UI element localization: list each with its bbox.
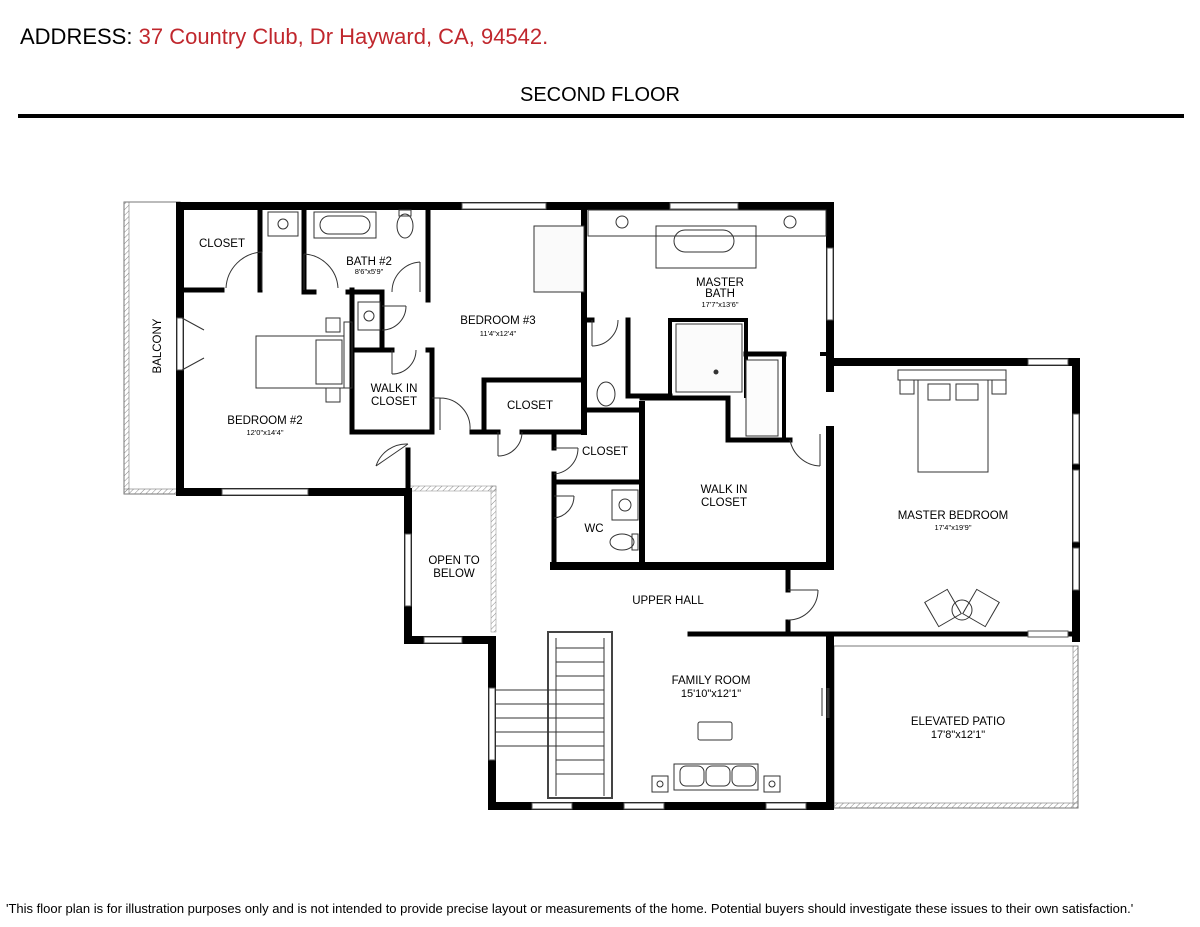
floor-plan: CLOSET BATH #2 8'6"x5'9" BEDROOM #3 11'4… [123, 201, 1080, 810]
address-value: 37 Country Club, Dr Hayward, CA, 94542. [138, 24, 549, 49]
doors [181, 251, 830, 718]
room-label-bedroom3: BEDROOM #3 [460, 315, 535, 327]
room-label-upper-hall: UPPER HALL [632, 595, 704, 607]
windows [176, 202, 1080, 810]
room-dim-bath2: 8'6"x5'9" [355, 267, 384, 276]
room-label-elevated-patio: ELEVATED PATIO [911, 716, 1005, 728]
room-label-open-2: BELOW [433, 568, 475, 580]
room-label-balcony: BALCONY [152, 318, 164, 373]
floor-title: SECOND FLOOR [519, 84, 681, 106]
fixtures [255, 209, 1007, 799]
room-dim-elevated-patio: 17'8"x12'1" [931, 729, 985, 741]
room-label-master-walkin-1: WALK IN [701, 484, 748, 496]
room-dim-master-bath: 17'7"x13'6" [702, 300, 739, 309]
room-dim-master-bedroom: 17'4"x19'9" [935, 523, 972, 532]
room-label-closet-right: CLOSET [582, 446, 628, 458]
room-dim-bedroom2: 12'0"x14'4" [247, 428, 284, 437]
room-label-master-bath-2: BATH [705, 288, 735, 300]
room-label-family-room: FAMILY ROOM [672, 675, 751, 687]
room-label-open-1: OPEN TO [428, 555, 479, 567]
room-label-closet-mid: CLOSET [507, 400, 553, 412]
disclaimer-text: 'This floor plan is for illustration pur… [6, 901, 1134, 916]
room-label-bath2: BATH #2 [346, 256, 392, 268]
room-dim-bedroom3: 11'4"x12'4" [480, 329, 517, 338]
room-label-wc: WC [584, 523, 603, 535]
room-label-master-bath-1: MASTER [696, 277, 744, 289]
room-label-bedroom2: BEDROOM #2 [227, 415, 302, 427]
header-rule [18, 114, 1184, 118]
address-label: ADDRESS: [20, 24, 133, 49]
room-dim-family-room: 15'10"x12'1" [681, 688, 741, 700]
address-line: ADDRESS: 37 Country Club, Dr Hayward, CA… [20, 24, 548, 50]
room-label-master-walkin-2: CLOSET [701, 497, 747, 509]
room-label-walkin-1: WALK IN [371, 383, 418, 395]
room-label-walkin-2: CLOSET [371, 396, 417, 408]
room-labels: CLOSET BATH #2 8'6"x5'9" BEDROOM #3 11'4… [152, 238, 1008, 741]
room-label-master-bedroom: MASTER BEDROOM [898, 510, 1009, 522]
room-label-closet-nw: CLOSET [199, 238, 245, 250]
